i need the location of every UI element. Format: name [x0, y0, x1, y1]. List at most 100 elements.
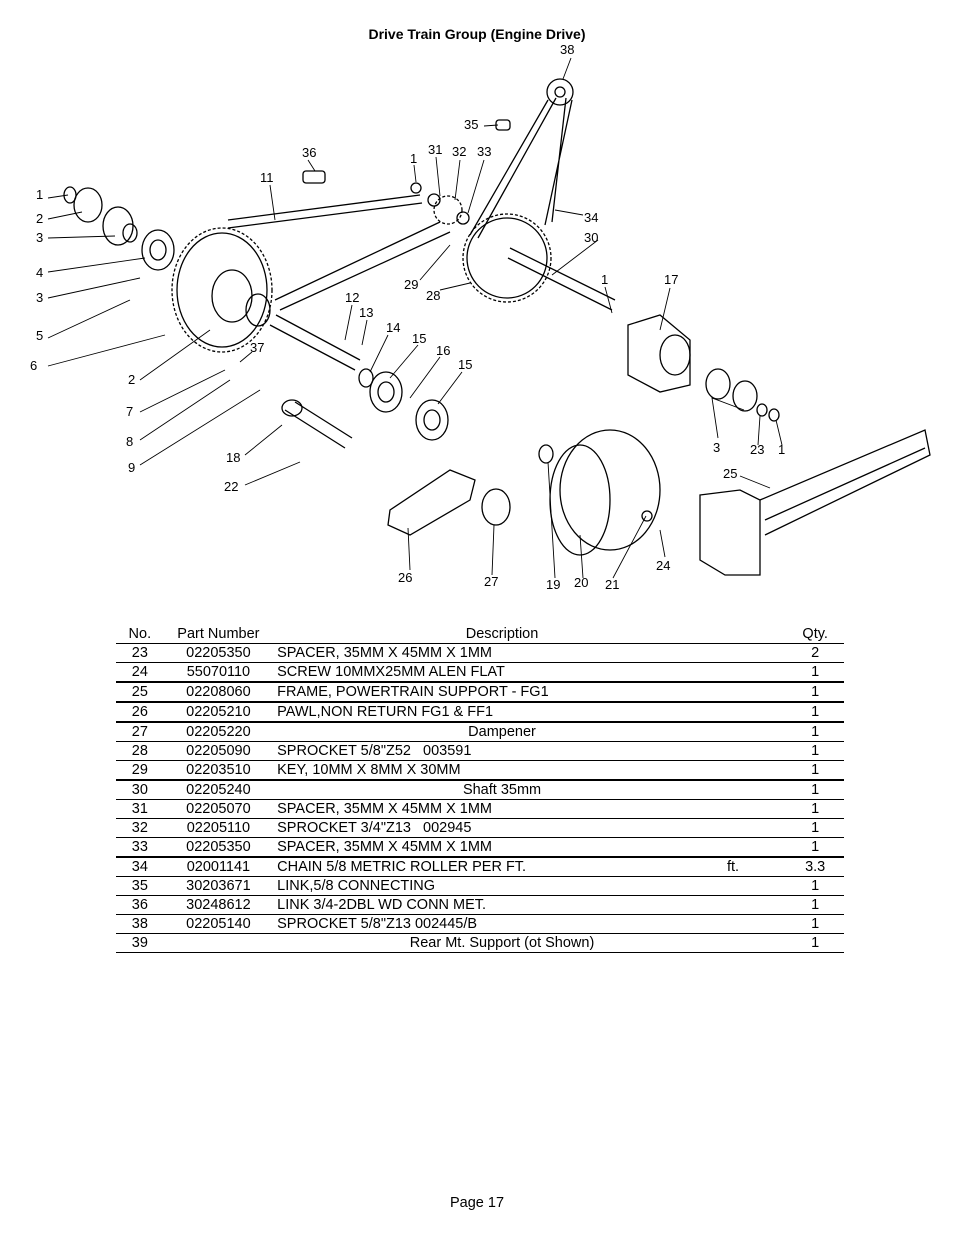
sprocket-6	[171, 227, 273, 353]
cell-unit	[726, 895, 787, 915]
cell-unit	[726, 760, 787, 781]
cell-description: SPROCKET 5/8"Z13 002445/B	[273, 914, 727, 934]
callout-27: 27	[484, 574, 498, 589]
cell-qty: 1	[786, 760, 844, 781]
callout-26: 26	[398, 570, 412, 585]
cell-qty: 1	[786, 702, 844, 723]
cell-qty: 1	[786, 682, 844, 703]
cell-qty: 1	[786, 662, 844, 683]
callout-8: 8	[126, 434, 133, 449]
callout-2b: 2	[128, 372, 135, 387]
callout-11: 11	[260, 170, 274, 185]
cell-no: 38	[116, 914, 164, 934]
frame-25	[699, 489, 761, 576]
cell-part-number: 02205350	[163, 837, 274, 858]
cell-no: 33	[116, 837, 164, 858]
callout-24: 24	[656, 558, 670, 573]
cell-description: FRAME, POWERTRAIN SUPPORT - FG1	[273, 682, 727, 703]
cell-part-number: 02203510	[163, 760, 274, 781]
cell-unit	[726, 914, 787, 934]
cell-part-number	[163, 933, 274, 953]
sprocket-32	[433, 195, 463, 225]
cell-qty: 2	[786, 643, 844, 663]
callout-18: 18	[226, 450, 240, 465]
callout-1a: 1	[36, 187, 43, 202]
callout-1d: 1	[778, 442, 785, 457]
header-qty: Qty.	[786, 624, 844, 644]
pawl-26	[387, 469, 476, 536]
cell-unit	[726, 818, 787, 838]
sprocket-38	[546, 78, 574, 106]
callout-36: 36	[302, 145, 316, 160]
header-no: No.	[116, 624, 164, 644]
cell-no: 32	[116, 818, 164, 838]
cell-qty: 1	[786, 818, 844, 838]
cell-unit	[726, 643, 787, 663]
cell-description: Shaft 35mm	[273, 780, 727, 800]
callout-9: 9	[128, 460, 135, 475]
cell-part-number: 30203671	[163, 876, 274, 896]
cell-part-number: 02205090	[163, 741, 274, 761]
cell-no: 28	[116, 741, 164, 761]
callout-12: 12	[345, 290, 359, 305]
callout-6: 6	[30, 358, 37, 373]
header-part-number: Part Number	[163, 624, 274, 644]
callout-7: 7	[126, 404, 133, 419]
cell-unit	[726, 682, 787, 703]
chain-11	[227, 194, 423, 229]
cell-no: 26	[116, 702, 164, 723]
cell-unit	[726, 741, 787, 761]
callout-15b: 15	[458, 357, 472, 372]
callout-31: 31	[428, 142, 442, 157]
cell-qty: 1	[786, 876, 844, 896]
link-36	[302, 170, 326, 184]
callout-19: 19	[546, 577, 560, 592]
cell-unit	[726, 933, 787, 953]
pin-18	[284, 401, 353, 449]
cell-part-number: 02205220	[163, 722, 274, 742]
cell-no: 27	[116, 722, 164, 742]
cell-description: SPROCKET 3/4"Z13 002945	[273, 818, 727, 838]
callout-3b: 3	[36, 290, 43, 305]
cell-description: KEY, 10MM X 8MM X 30MM	[273, 760, 727, 781]
cell-unit	[726, 702, 787, 723]
housing-17	[627, 314, 691, 393]
cell-no: 34	[116, 857, 164, 877]
cell-description: SPACER, 35MM X 45MM X 1MM	[273, 643, 727, 663]
cell-qty: 1	[786, 914, 844, 934]
cell-no: 24	[116, 662, 164, 683]
page-number: Page 17	[449, 1195, 505, 1211]
callout-32: 32	[452, 144, 466, 159]
callout-20: 20	[574, 575, 588, 590]
cell-part-number: 02205240	[163, 780, 274, 800]
callout-35: 35	[464, 117, 478, 132]
cell-qty: 1	[786, 741, 844, 761]
cell-no: 31	[116, 799, 164, 819]
cell-part-number: 02001141	[163, 857, 274, 877]
cell-qty: 1	[786, 722, 844, 742]
callout-22: 22	[224, 479, 238, 494]
exploded-parts-diagram: 1 2 3 4 3 5 6 2 7 8 9 11 36 1 31 32 33 3…	[30, 42, 931, 592]
link-35	[495, 119, 511, 131]
cell-no: 35	[116, 876, 164, 896]
callout-2a: 2	[36, 211, 43, 226]
callout-21: 21	[605, 577, 619, 592]
callout-1b: 1	[410, 151, 417, 166]
callout-17: 17	[664, 272, 678, 287]
cell-unit	[726, 722, 787, 742]
callout-30: 30	[584, 230, 598, 245]
cell-part-number: 02205110	[163, 818, 274, 838]
cell-qty: 3.3	[786, 857, 844, 877]
shaft-30	[507, 247, 616, 311]
